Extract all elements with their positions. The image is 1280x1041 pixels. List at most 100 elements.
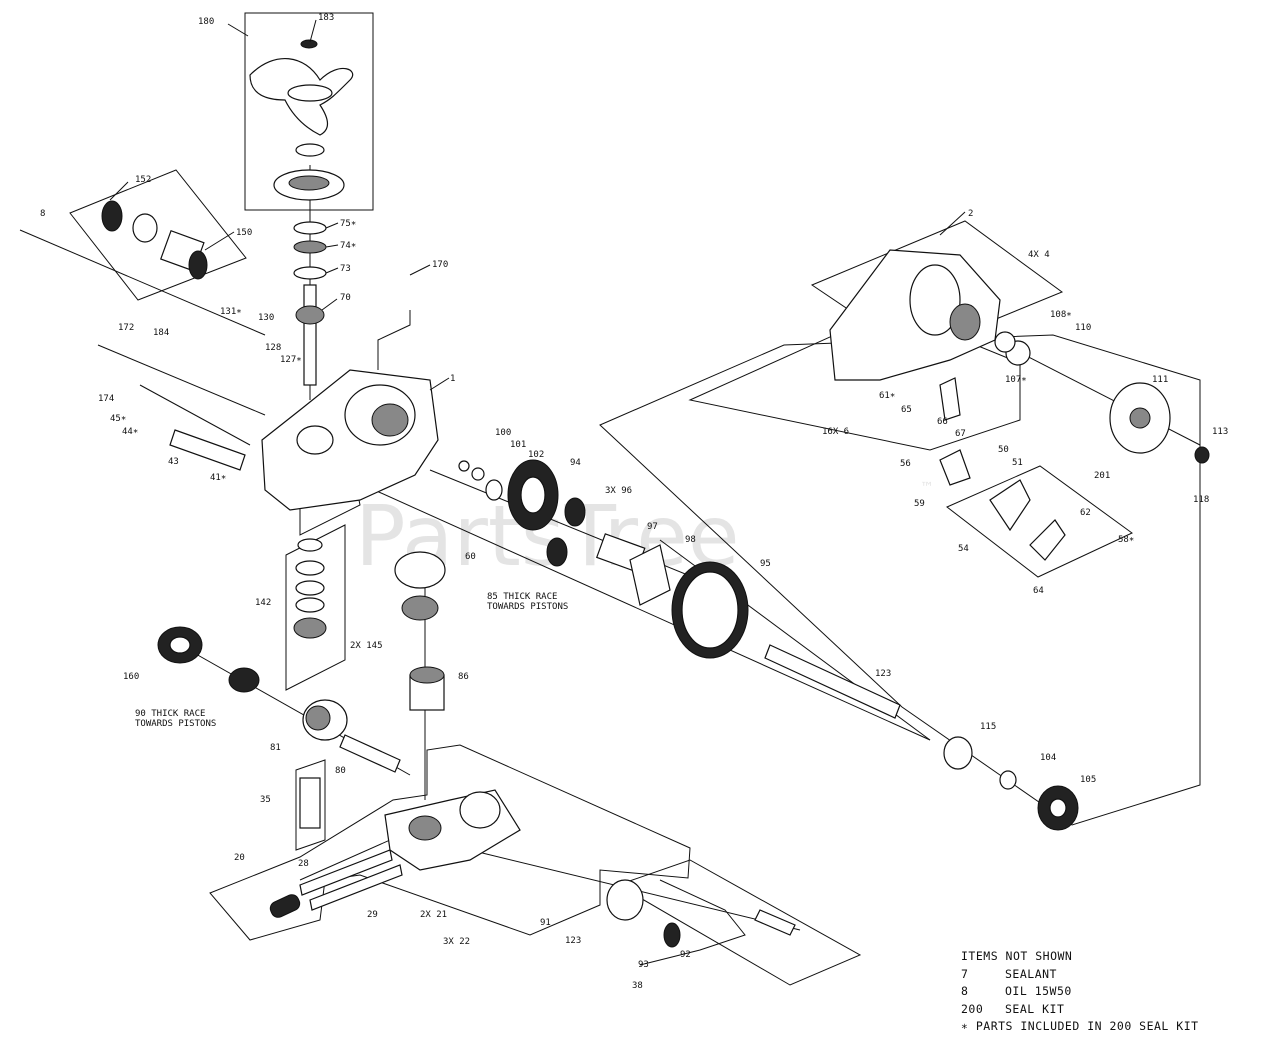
legend-num: 200 xyxy=(961,1001,984,1016)
bearing-160 xyxy=(157,626,203,664)
callout-75: 75∗ xyxy=(340,219,356,229)
callout-labels: 183 180 152 8 150 75∗ 74∗ 73 170 70 172 … xyxy=(40,13,1228,991)
trademark: ™ xyxy=(920,480,934,496)
callout-80: 80 xyxy=(335,766,346,776)
race-90 xyxy=(228,667,260,693)
motor-81 xyxy=(302,699,348,741)
callout-113: 113 xyxy=(1212,427,1228,437)
callout-45: 45∗ xyxy=(110,414,126,424)
callout-107: 107∗ xyxy=(1005,375,1027,385)
callout-62: 62 xyxy=(1080,508,1091,518)
leader-lines xyxy=(109,19,966,391)
ring-104 xyxy=(999,770,1017,790)
callout-90-line2: TOWARDS PISTONS xyxy=(135,719,216,729)
callout-110: 110 xyxy=(1075,323,1091,333)
callout-86: 86 xyxy=(458,672,469,682)
callout-150: 150 xyxy=(236,228,252,238)
callout-59: 59 xyxy=(914,499,925,509)
callout-85-line2: TOWARDS PISTONS xyxy=(487,602,568,612)
callout-73: 73 xyxy=(340,264,351,274)
callout-2: 2 xyxy=(968,209,973,219)
callout-2x21: 2X 21 xyxy=(420,910,447,920)
rod-43 xyxy=(169,429,246,471)
callout-54: 54 xyxy=(958,544,969,554)
callout-180: 180 xyxy=(198,17,214,27)
callout-20: 20 xyxy=(234,853,245,863)
callout-61: 61∗ xyxy=(879,391,895,401)
callout-91: 91 xyxy=(540,918,551,928)
callout-174: 174 xyxy=(98,394,114,404)
hub-111 xyxy=(1109,382,1171,454)
callout-8: 8 xyxy=(40,209,45,219)
callout-58: 58∗ xyxy=(1118,535,1134,545)
callout-74: 74∗ xyxy=(340,241,356,251)
callout-172: 172 xyxy=(118,323,134,333)
callout-102: 102 xyxy=(528,450,544,460)
legend-desc: OIL 15W50 xyxy=(1005,984,1072,998)
callout-2x145: 2X 145 xyxy=(350,641,383,651)
callout-16x6: 16X 6 xyxy=(822,427,849,437)
callout-101: 101 xyxy=(510,440,526,450)
callout-35: 35 xyxy=(260,795,271,805)
callout-65: 65 xyxy=(901,405,912,415)
callout-160: 160 xyxy=(123,672,139,682)
callout-201: 201 xyxy=(1094,471,1110,481)
callout-81: 81 xyxy=(270,743,281,753)
shaft-80 xyxy=(339,734,401,773)
callout-50: 50 xyxy=(998,445,1009,455)
cylinder-86 xyxy=(409,666,445,711)
seal-ring-20 xyxy=(269,894,301,918)
callout-93: 93 xyxy=(638,960,649,970)
washer-101 xyxy=(471,467,485,481)
ring-108 xyxy=(994,331,1016,353)
shaft-roll-pin xyxy=(754,909,796,936)
callout-111: 111 xyxy=(1152,375,1168,385)
callout-108: 108∗ xyxy=(1050,310,1072,320)
bypass-rod-38 xyxy=(639,879,746,966)
seal-stack-142 xyxy=(293,538,327,639)
bearing-74 xyxy=(293,240,327,254)
center-block-60 xyxy=(394,551,446,621)
callout-43: 43 xyxy=(168,457,179,467)
axle-123 xyxy=(764,644,901,719)
callout-142: 142 xyxy=(255,598,271,608)
bushing-115 xyxy=(943,736,973,770)
callout-104: 104 xyxy=(1040,753,1056,763)
callout-4x4: 4X 4 xyxy=(1028,250,1050,260)
callout-51: 51 xyxy=(1012,458,1023,468)
callout-127: 127∗ xyxy=(280,355,302,365)
callout-184: 184 xyxy=(153,328,169,338)
callout-170: 170 xyxy=(432,260,448,270)
parts xyxy=(101,39,1210,966)
callout-118: 118 xyxy=(1193,495,1209,505)
callout-29: 29 xyxy=(367,910,378,920)
callout-92: 92 xyxy=(680,950,691,960)
legend-row: 8 OIL 15W50 xyxy=(961,983,1261,1001)
callout-41: 41∗ xyxy=(210,473,226,483)
callout-28: 28 xyxy=(298,859,309,869)
callout-130: 130 xyxy=(258,313,274,323)
washer-100 xyxy=(458,460,470,472)
callout-123b: 123 xyxy=(565,936,581,946)
callout-90-line1: 90 THICK RACE xyxy=(135,709,205,719)
washer-75 xyxy=(293,221,327,235)
cover-housing-2 xyxy=(829,249,1001,381)
ring-73 xyxy=(293,266,327,280)
callout-64: 64 xyxy=(1033,586,1044,596)
legend-num: 7 xyxy=(961,966,969,981)
callout-38: 38 xyxy=(632,981,643,991)
callout-85-line1: 85 THICK RACE xyxy=(487,592,557,602)
callout-152: 152 xyxy=(135,175,151,185)
callout-183: 183 xyxy=(318,13,334,23)
callout-115: 115 xyxy=(980,722,996,732)
legend-footnote: ∗ PARTS INCLUDED IN 200 SEAL KIT xyxy=(961,1019,1199,1033)
callout-131: 131∗ xyxy=(220,307,242,317)
pin-35 xyxy=(299,777,321,829)
ring-102 xyxy=(485,479,503,501)
legend-num: 8 xyxy=(961,984,969,998)
filter-150 xyxy=(101,200,208,280)
